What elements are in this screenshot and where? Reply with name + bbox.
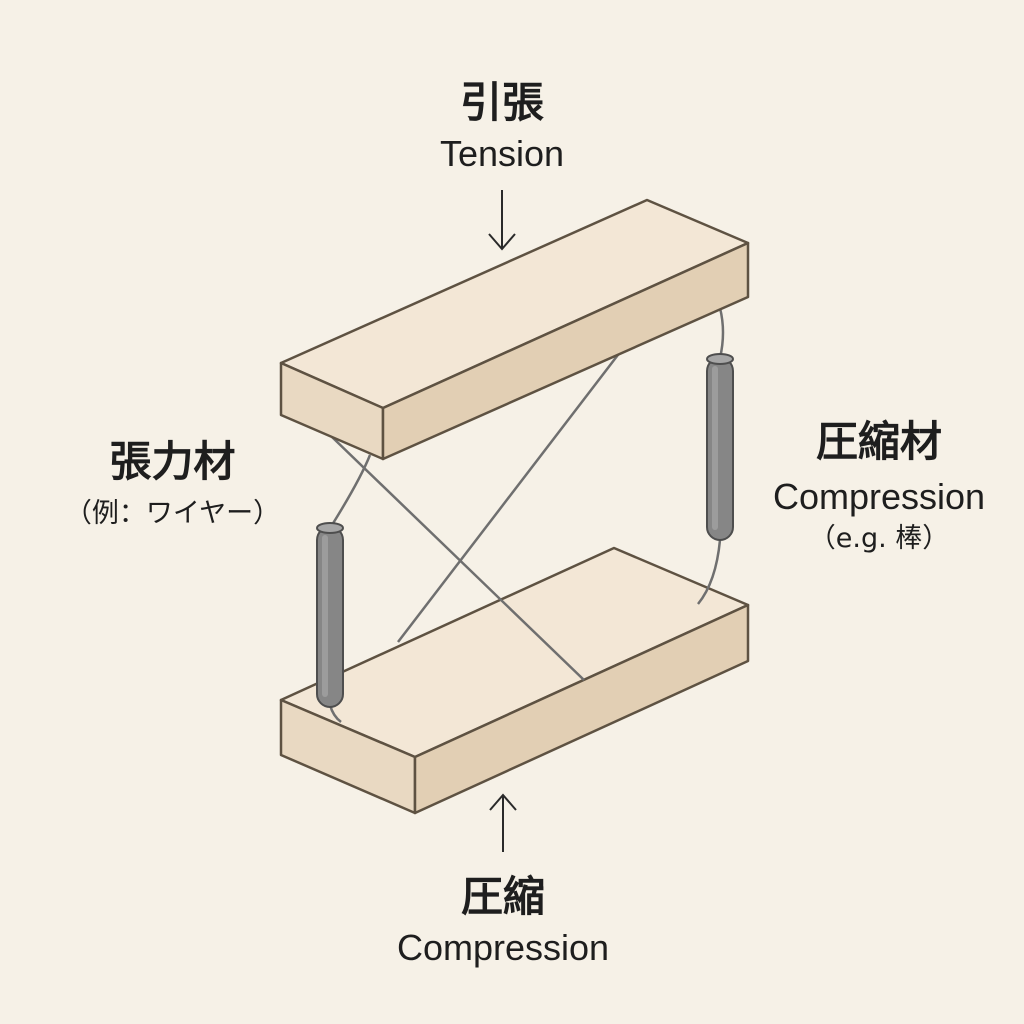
compression-member-label: 圧縮材 Compression （e.g. 棒） bbox=[752, 417, 1006, 554]
tension-wire-left-upper bbox=[330, 454, 372, 526]
right-rod bbox=[706, 353, 734, 541]
tension-label: 引張 Tension bbox=[402, 82, 602, 172]
tension-member-example: （例：ワイヤー） bbox=[64, 498, 281, 529]
compression-member-label-en: Compression bbox=[772, 476, 986, 517]
top-block-side-face bbox=[381, 241, 750, 461]
tension-wire-1 bbox=[331, 436, 585, 681]
tension-label-jp: 引張 bbox=[459, 78, 544, 127]
tension-member-label-jp: 張力材 bbox=[109, 437, 236, 486]
compression-arrow bbox=[489, 793, 517, 852]
compression-member-label-jp: 圧縮材 bbox=[815, 417, 942, 466]
tension-wire-2 bbox=[397, 346, 625, 643]
tension-arrow bbox=[488, 190, 516, 251]
compression-member-example: （e.g. 棒） bbox=[808, 523, 950, 554]
tension-wire-right-upper bbox=[718, 307, 725, 359]
left-rod bbox=[316, 522, 344, 708]
compression-label-en: Compression bbox=[396, 927, 610, 968]
tension-label-en: Tension bbox=[439, 133, 565, 174]
bottom-block-side-face bbox=[413, 603, 750, 815]
bottom-block bbox=[279, 546, 750, 815]
compression-label-jp: 圧縮 bbox=[460, 872, 545, 921]
tension-member-label: 張力材 （例：ワイヤー） bbox=[50, 437, 295, 529]
top-block bbox=[279, 198, 750, 461]
compression-label: 圧縮 Compression bbox=[348, 876, 658, 966]
tension-wires bbox=[328, 307, 725, 723]
tension-wire-right-lower bbox=[697, 539, 722, 605]
